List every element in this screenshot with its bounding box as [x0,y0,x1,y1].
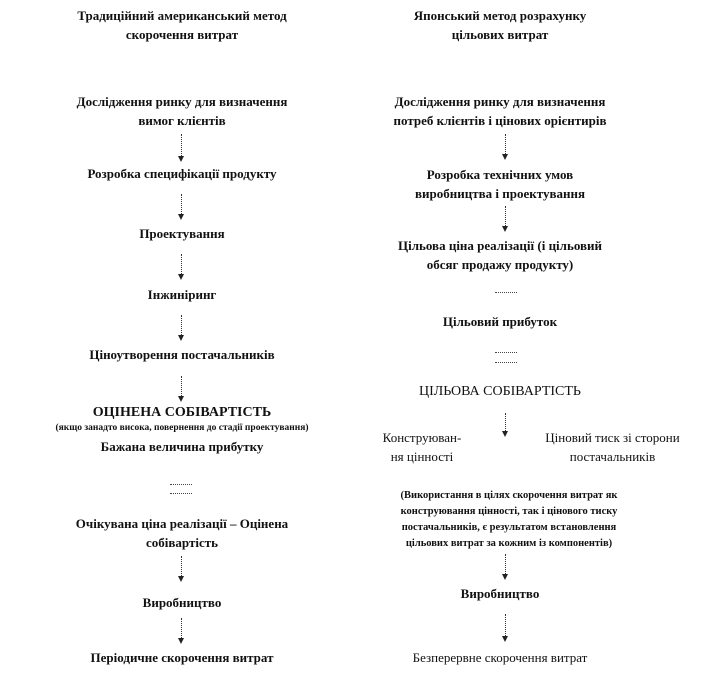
left-note: (якщо занадто висока, повернення до стад… [55,423,309,433]
left-expected-line2: собівартість [146,535,218,550]
right-market-line2: потреб клієнтів і цінових орієнтирів [393,113,607,128]
right-arrow-1 [502,134,508,160]
left-estimated-cost: ОЦІНЕНА СОБІВАРТІСТЬ [92,405,272,420]
right-target-profit: Цільовий прибуток [442,314,558,329]
right-tech-line2: виробництва і проектування [415,186,585,201]
left-arrow-1 [178,134,184,162]
left-market-line1: Дослідження ринку для визначення [76,94,288,109]
right-supplier-pressure: Ціновий тиск зі сторони постачальників [515,428,710,466]
left-design: Проектування [139,226,225,241]
left-market-line2: вимог клієнтів [138,113,226,128]
right-note-line1: (Використання в цілях скорочення витрат … [400,490,618,501]
right-title: Японський метод розрахунку цільових витр… [364,6,636,44]
right-continuous: Безперервне скорочення витрат [412,650,588,665]
left-suppliers: Ціноутворення постачальників [89,347,275,362]
right-tech-line1: Розробка технічних умов [426,167,574,182]
left-arrow-4 [178,315,184,341]
left-expected-price: Очікувана ціна реалізації – Оцінена собі… [0,514,364,552]
right-pressure-line1: Ціновий тиск зі сторони [545,430,680,445]
right-tech-conditions: Розробка технічних умов виробництва і пр… [364,165,636,203]
right-market-research: Дослідження ринку для визначення потреб … [364,92,636,130]
right-value-engineering: Конструюван- ня цінності [362,428,482,466]
left-arrow-6 [178,556,184,582]
right-arrow-3 [502,413,508,437]
right-target-price-line2: обсяг продажу продукту) [426,257,574,272]
left-title-line1: Традиційний американський метод [77,8,287,23]
right-note: (Використання в цілях скорочення витрат … [364,488,654,552]
left-market-research: Дослідження ринку для визначення вимог к… [0,92,364,130]
right-target-price-line1: Цільова ціна реалізації (і цільовий [397,238,603,253]
right-dotted-separator-1 [495,292,517,293]
right-dotted-separator-3 [495,362,517,363]
right-target-price: Цільова ціна реалізації (і цільовий обся… [364,236,636,274]
left-expected-line1: Очікувана ціна реалізації – Оцінена [75,516,289,531]
right-dotted-separator-2 [495,352,517,353]
left-desired-profit: Бажана величина прибутку [100,439,264,454]
right-note-line4: цільових витрат за кожним із компонентів… [405,538,613,549]
left-dotted-separator-1 [170,484,192,485]
right-pressure-line2: постачальників [569,449,656,464]
right-arrow-2 [502,206,508,232]
right-value-eng-line1: Конструюван- [382,430,462,445]
right-note-line3: постачальників, є результатом встановлен… [401,522,617,533]
right-arrow-5 [502,614,508,642]
left-arrow-5 [178,376,184,402]
left-dotted-separator-2 [170,493,192,494]
right-production: Виробництво [460,586,540,601]
left-arrow-2 [178,194,184,220]
right-target-cost: ЦІЛЬОВА СОБІВАРТІСТЬ [419,384,581,399]
left-arrow-3 [178,254,184,280]
left-production: Виробництво [142,595,222,610]
left-engineering: Інжиніринг [147,287,217,302]
left-title: Традиційний американський метод скорочен… [0,6,364,44]
left-title-line2: скорочення витрат [125,27,239,42]
left-spec: Розробка специфікації продукту [87,166,277,181]
right-title-line1: Японський метод розрахунку [413,8,587,23]
right-value-eng-line2: ня цінності [390,449,454,464]
left-arrow-7 [178,618,184,644]
left-periodic: Періодичне скорочення витрат [90,650,274,665]
right-note-line2: конструювання цінності, так і цінового т… [400,506,618,517]
right-title-line2: цільових витрат [451,27,549,42]
right-market-line1: Дослідження ринку для визначення [394,94,606,109]
right-arrow-4 [502,554,508,580]
